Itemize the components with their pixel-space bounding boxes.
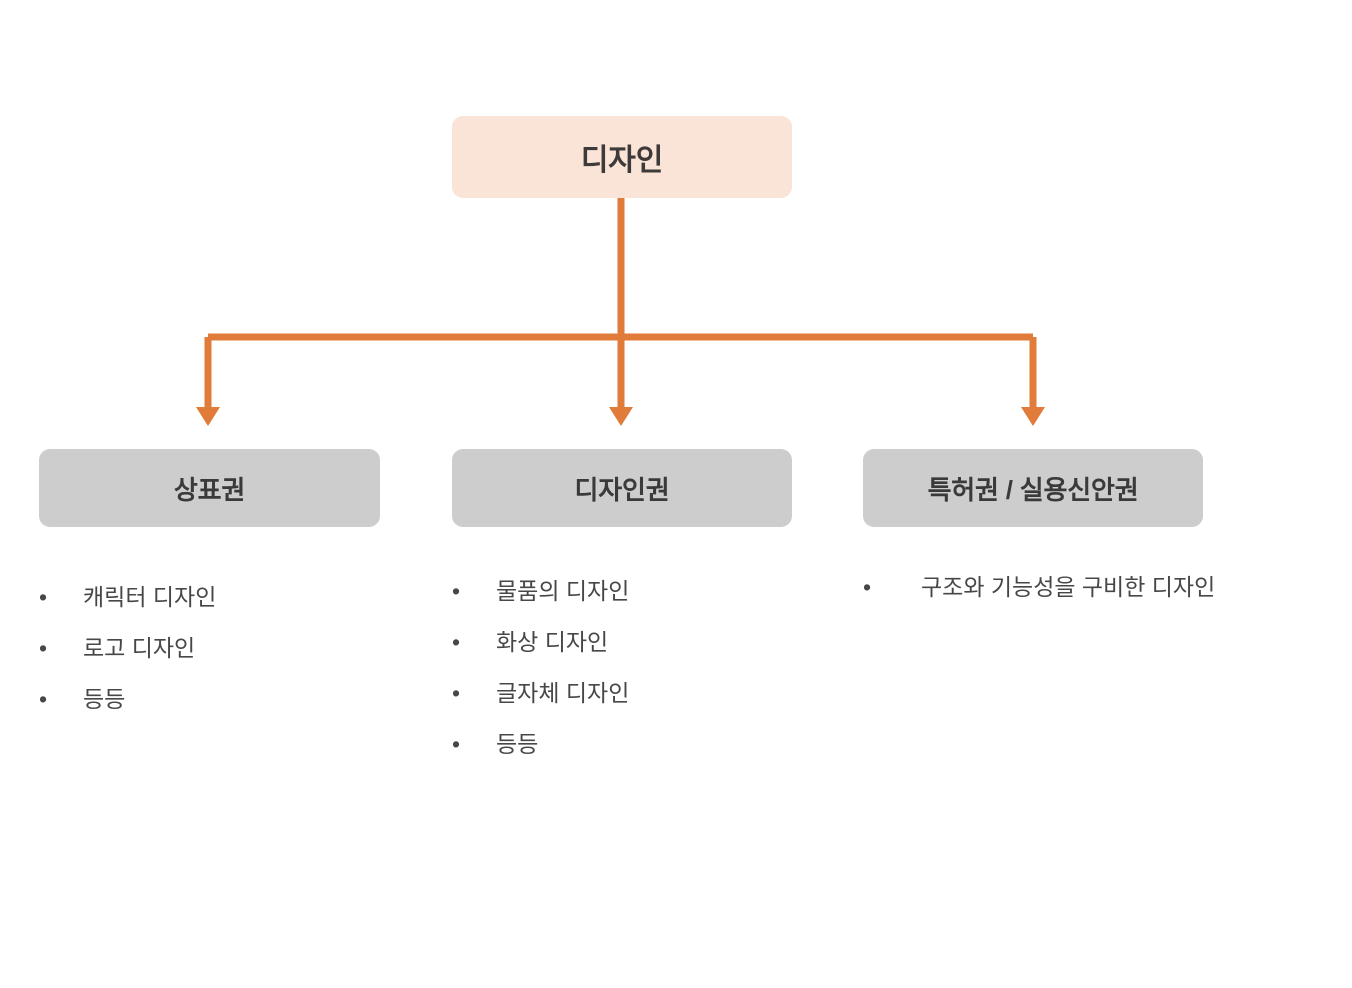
list-item-label: 구조와 기능성을 구비한 디자인 bbox=[921, 574, 1216, 600]
node-root-label: 디자인 bbox=[580, 144, 664, 177]
bullet-point-icon: • bbox=[39, 686, 48, 712]
list-item-label: 글자체 디자인 bbox=[496, 680, 630, 706]
list-item-label: 화상 디자인 bbox=[496, 629, 609, 655]
bullet-list-design-right: • 물품의 디자인 • 화상 디자인 • 글자체 디자인 • 등등 bbox=[452, 566, 832, 770]
bullet-point-icon: • bbox=[452, 680, 461, 706]
bullet-list-trademark-right: • 캐릭터 디자인 • 로고 디자인 • 등등 bbox=[39, 572, 399, 725]
bullet-point-icon: • bbox=[863, 574, 872, 600]
bullet-point-icon: • bbox=[452, 731, 461, 757]
node-root-design: 디자인 bbox=[452, 116, 792, 198]
list-item-label: 캐릭터 디자인 bbox=[83, 584, 217, 610]
connector-group bbox=[196, 198, 1045, 426]
list-item-label: 등등 bbox=[496, 731, 539, 757]
bullet-point-icon: • bbox=[39, 584, 48, 610]
list-item: • 로고 디자인 bbox=[39, 623, 399, 674]
node-child-trademark-right: 상표권 bbox=[39, 449, 380, 527]
bullet-list-patent-utility-right: • 구조와 기능성을 구비한 디자인 bbox=[863, 562, 1333, 613]
node-child-1-label: 상표권 bbox=[173, 474, 246, 505]
node-child-design-right: 디자인권 bbox=[452, 449, 792, 527]
list-item: • 글자체 디자인 bbox=[452, 668, 832, 719]
list-item: • 구조와 기능성을 구비한 디자인 bbox=[863, 562, 1333, 613]
list-item-label: 로고 디자인 bbox=[83, 635, 196, 661]
list-item: • 화상 디자인 bbox=[452, 617, 832, 668]
list-item: • 등등 bbox=[39, 674, 399, 725]
bullet-point-icon: • bbox=[452, 578, 461, 604]
list-item: • 등등 bbox=[452, 719, 832, 770]
bullet-point-icon: • bbox=[452, 629, 461, 655]
list-item: • 캐릭터 디자인 bbox=[39, 572, 399, 623]
arrowhead-left bbox=[196, 407, 220, 426]
node-child-3-label: 특허권 / 실용신안권 bbox=[927, 474, 1139, 505]
arrowhead-center bbox=[609, 407, 633, 426]
list-item: • 물품의 디자인 bbox=[452, 566, 832, 617]
node-child-patent-utility-right: 특허권 / 실용신안권 bbox=[863, 449, 1203, 527]
list-item-label: 물품의 디자인 bbox=[496, 578, 630, 604]
list-item-label: 등등 bbox=[83, 686, 126, 712]
bullet-point-icon: • bbox=[39, 635, 48, 661]
arrowhead-right bbox=[1021, 407, 1045, 426]
node-child-2-label: 디자인권 bbox=[574, 474, 670, 505]
